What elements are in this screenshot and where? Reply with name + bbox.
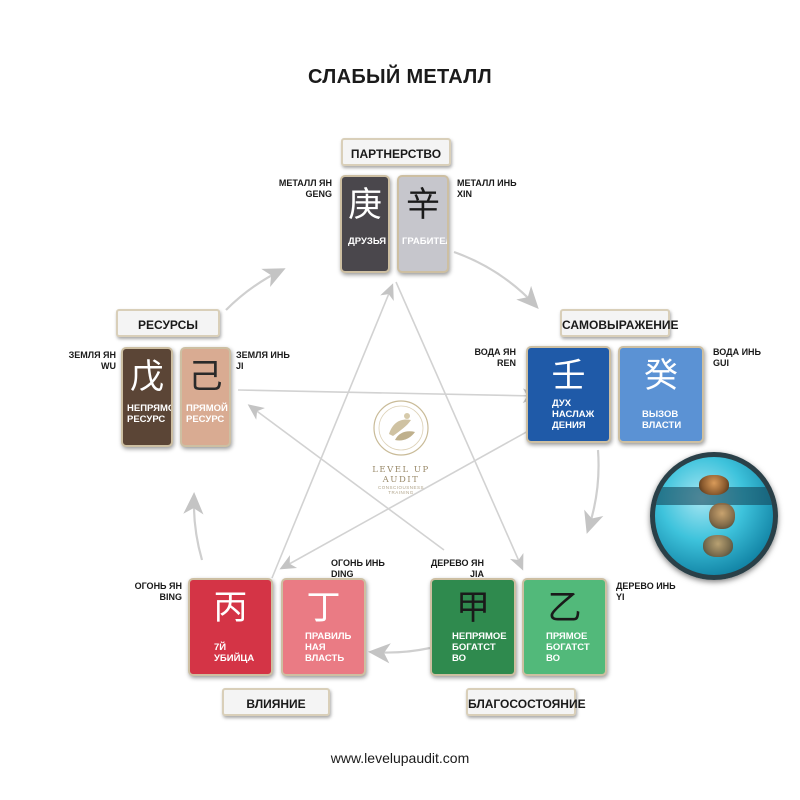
star-arrow-metal-to-wood	[395, 281, 524, 571]
card-bing[interactable]: 丙 7Й УБИЙЦА	[188, 578, 273, 676]
desc-ding: ПРАВИЛЬ НАЯ ВЛАСТЬ	[305, 631, 352, 664]
page-title: СЛАБЫЙ МЕТАЛЛ	[308, 66, 492, 88]
group-label-wealth: БЛАГОСОСТОЯНИЕ	[466, 688, 586, 716]
footer-url[interactable]: www.levelupaudit.com	[330, 750, 470, 766]
glyph-ji: 己	[188, 357, 223, 397]
card-wu[interactable]: 戊 НЕПРЯМОЙ РЕСУРС	[121, 347, 173, 447]
card-ding[interactable]: 丁 ПРАВИЛЬ НАЯ ВЛАСТЬ	[281, 578, 366, 676]
glyph-gui: 癸	[644, 356, 678, 396]
glyph-wu: 戊	[130, 357, 164, 397]
group-label-partnership: ПАРТНЕРСТВО	[341, 138, 451, 166]
desc-xin: ГРАБИТЕЛИ	[402, 236, 447, 247]
group-label-expression: САМОВЫРАЖЕНИЕ	[560, 309, 679, 337]
cycle-arrow-earth-to-metal	[225, 268, 286, 311]
cycle-arrow-metal-to-water	[453, 250, 539, 309]
tiger-photo	[650, 452, 778, 580]
glyph-ren: 壬	[551, 356, 586, 396]
glyph-jia: 甲	[456, 588, 490, 628]
brand-logo: LEVEL UP AUDIT CONSCIOUSNESS TRAINING	[365, 398, 437, 495]
card-xin[interactable]: 辛 ГРАБИТЕЛИ	[397, 175, 449, 273]
desc-ren: ДУХ НАСЛАЖ ДЕНИЯ	[552, 398, 595, 431]
cycle-arrow-fire-to-earth	[183, 491, 204, 561]
glyph-ding: 丁	[306, 588, 341, 628]
card-gui[interactable]: 癸 ВЫЗОВ ВЛАСТИ	[618, 346, 704, 443]
desc-geng: ДРУЗЬЯ	[348, 236, 387, 247]
desc-ji: ПРЯМОЙ РЕСУРС	[186, 403, 228, 425]
glyph-yi: 乙	[547, 588, 582, 628]
glyph-geng: 庚	[348, 185, 382, 225]
star-arrow-earth-to-water	[237, 388, 539, 404]
star-arrow-fire-to-metal	[271, 283, 394, 579]
desc-bing: 7Й УБИЙЦА	[214, 642, 255, 664]
desc-wu: НЕПРЯМОЙ РЕСУРС	[127, 403, 171, 425]
card-ji[interactable]: 己 ПРЯМОЙ РЕСУРС	[180, 347, 231, 447]
glyph-bing: 丙	[213, 588, 248, 628]
cycle-arrow-water-to-wood	[584, 449, 604, 534]
group-label-influence: ВЛИЯНИЕ	[222, 688, 330, 716]
card-ren[interactable]: 壬 ДУХ НАСЛАЖ ДЕНИЯ	[526, 346, 611, 443]
desc-gui: ВЫЗОВ ВЛАСТИ	[642, 409, 682, 431]
desc-jia: НЕПРЯМОЕ БОГАТСТ ВО	[452, 631, 507, 664]
desc-yi: ПРЯМОЕ БОГАТСТ ВО	[546, 631, 590, 664]
star-arrow-water-to-fire	[279, 419, 549, 570]
card-yi[interactable]: 乙 ПРЯМОЕ БОГАТСТ ВО	[522, 578, 607, 676]
star-arrow-wood-to-earth	[247, 404, 445, 551]
cycle-arrow-wood-to-fire	[367, 643, 431, 664]
logo-subtitle: CONSCIOUSNESS TRAINING	[377, 485, 424, 495]
card-jia[interactable]: 甲 НЕПРЯМОЕ БОГАТСТ ВО	[430, 578, 516, 676]
logo-emblem-icon	[373, 400, 429, 456]
logo-name: LEVEL UP AUDIT	[372, 465, 430, 485]
card-geng[interactable]: 庚 ДРУЗЬЯ	[340, 175, 390, 273]
group-label-resources: РЕСУРСЫ	[116, 309, 220, 337]
glyph-xin: 辛	[406, 185, 440, 225]
